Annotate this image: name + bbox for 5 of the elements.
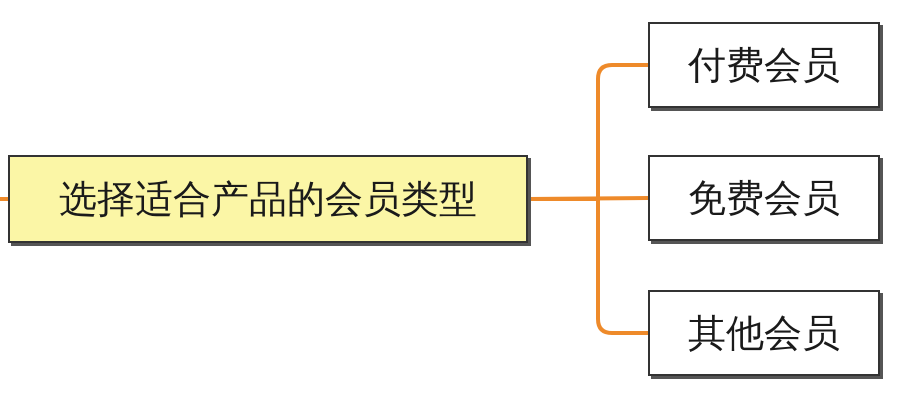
connector-line (0, 197, 8, 201)
topic-box: 免费会员 (648, 155, 880, 241)
topic-box: 付费会员 (648, 22, 880, 108)
topic-box: 其他会员 (648, 290, 880, 376)
main-topic-box: 选择适合产品的会员类型 (8, 155, 528, 243)
